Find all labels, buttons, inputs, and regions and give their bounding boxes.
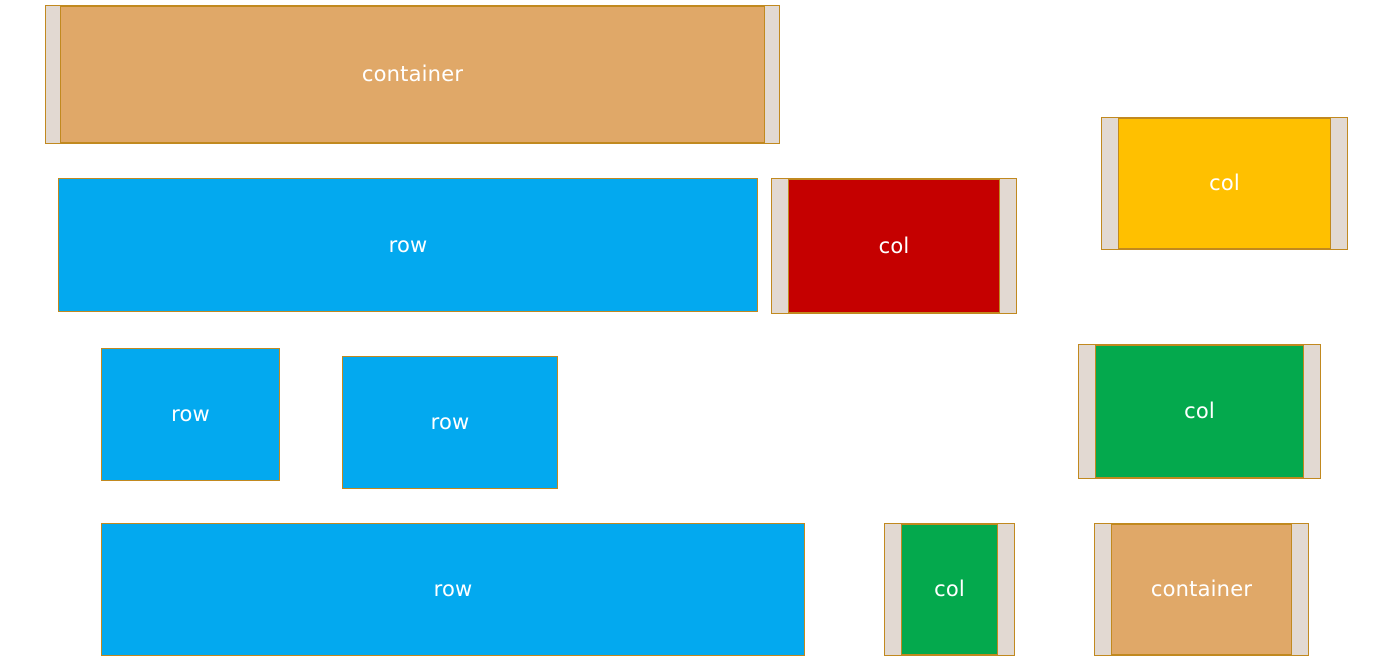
block-row-small-left[interactable]: row <box>101 348 280 481</box>
block-fill-row-small-right: row <box>342 356 558 489</box>
block-col-green-bottom[interactable]: col <box>884 523 1015 656</box>
block-row-bottom[interactable]: row <box>101 523 805 656</box>
block-fill-row-bottom: row <box>101 523 805 656</box>
block-fill-col-red: col <box>788 179 1000 313</box>
block-fill-container-bottom: container <box>1111 524 1292 655</box>
block-fill-row-main: row <box>58 178 758 312</box>
block-fill-row-small-left: row <box>101 348 280 481</box>
block-row-main[interactable]: row <box>58 178 758 312</box>
block-fill-container-top: container <box>60 6 765 143</box>
block-fill-col-green-mid: col <box>1095 345 1304 478</box>
block-container-top[interactable]: container <box>45 5 780 144</box>
block-col-green-mid[interactable]: col <box>1078 344 1321 479</box>
block-row-small-right[interactable]: row <box>342 356 558 489</box>
block-fill-col-yellow: col <box>1118 118 1331 249</box>
block-col-yellow[interactable]: col <box>1101 117 1348 250</box>
block-fill-col-green-bottom: col <box>901 524 998 655</box>
block-container-bottom[interactable]: container <box>1094 523 1309 656</box>
block-col-red[interactable]: col <box>771 178 1017 314</box>
